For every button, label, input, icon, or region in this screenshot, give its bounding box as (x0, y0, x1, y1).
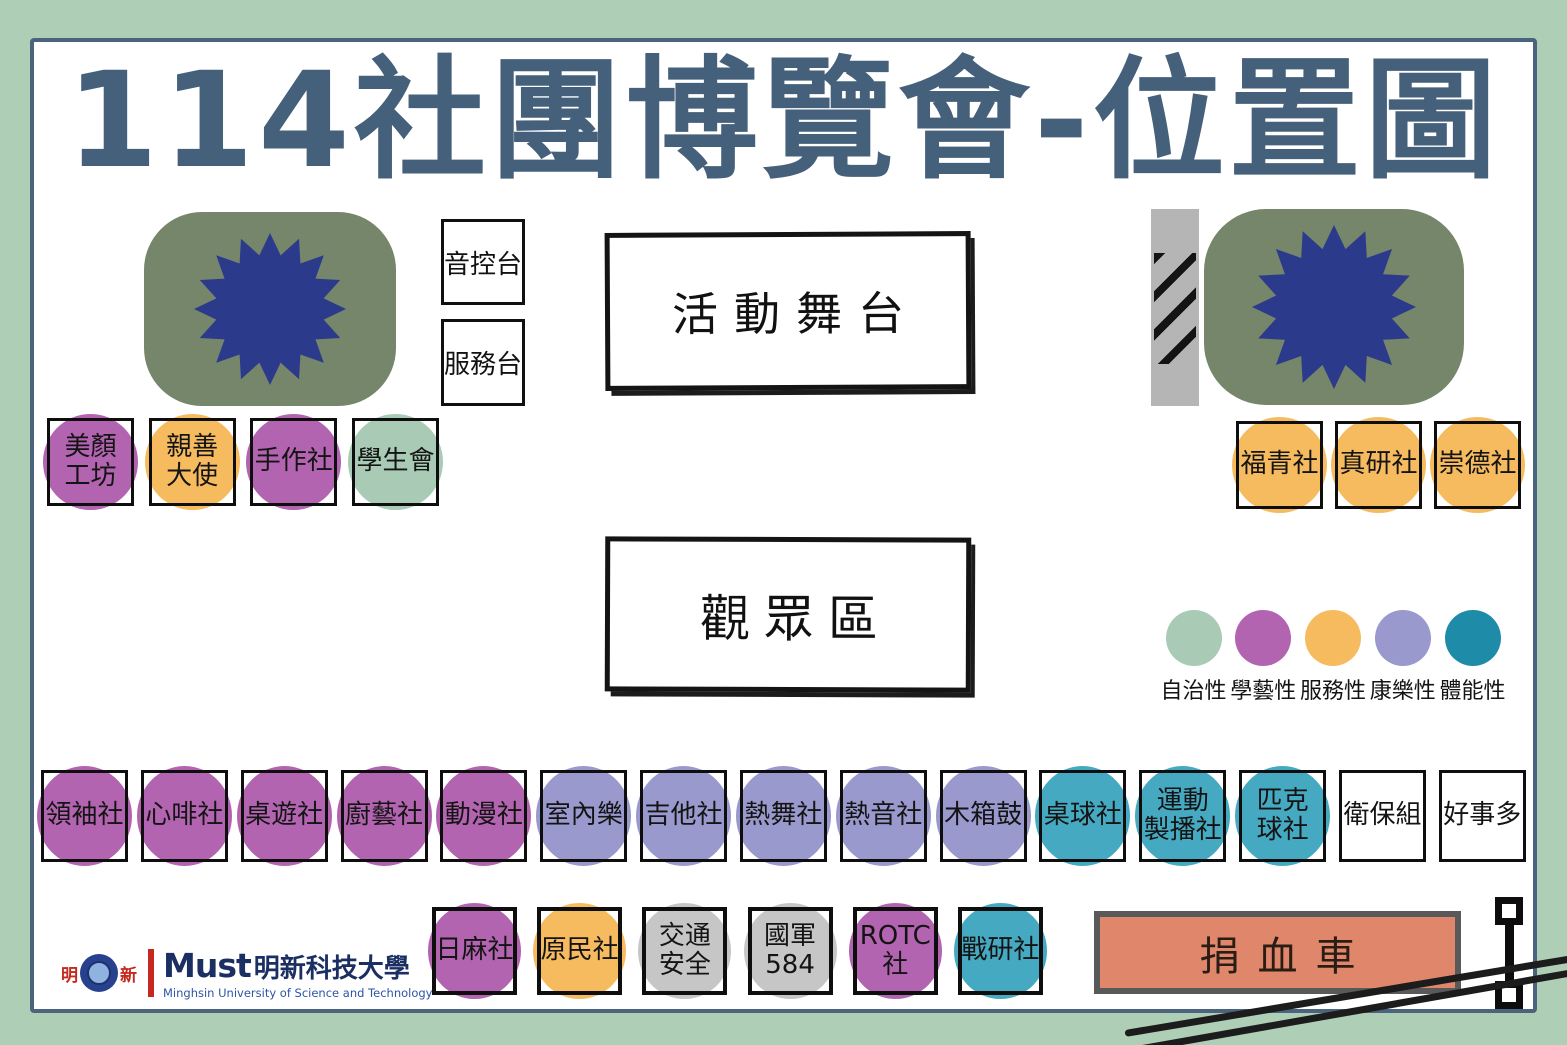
tree-right (1204, 209, 1464, 405)
university-emblem-icon: 明 新 (61, 954, 137, 992)
booth: 領袖社 (37, 766, 132, 866)
legend-color-dot (1374, 610, 1431, 666)
blood-truck-label: 捐血車 (1199, 933, 1374, 980)
booth: 戰研社 (953, 903, 1047, 999)
activity-stage: 活動舞台 (604, 231, 972, 391)
booth: 動漫社 (436, 766, 532, 866)
booth-row-left: 美顏工坊 親善大使 手作社 學生會 (43, 414, 443, 510)
booth-row-main: 領袖社 心啡社 桌遊社 廚藝社 動漫社 室內樂 (37, 766, 1526, 866)
logo-name-zh: 明新科技大學 (253, 954, 410, 984)
booth: 好事多 (1438, 770, 1526, 862)
stage-label: 活動舞台 (671, 286, 921, 342)
legend-item: 體能性 (1439, 610, 1506, 705)
sound-control-booth: 音控台 (441, 219, 525, 305)
logo-divider (148, 949, 154, 997)
booth: 桌遊社 (236, 766, 332, 866)
booth: 日麻社 (428, 903, 521, 999)
legend-item: 服務性 (1300, 610, 1367, 705)
booth-row-right: 福青社 真研社 崇德社 (1232, 417, 1525, 513)
legend-item: 自治性 (1160, 610, 1227, 705)
sound-control-label: 音控台 (444, 249, 523, 280)
booth: 手作社 (246, 414, 342, 510)
booth: 運動製播社 (1135, 766, 1231, 866)
booth: 親善大使 (144, 414, 240, 510)
booth: 衛保組 (1338, 770, 1426, 862)
audience-area: 觀眾區 (604, 536, 972, 693)
booth: 吉他社 (636, 766, 732, 866)
legend-item: 康樂性 (1369, 610, 1436, 705)
logo-subtitle: Minghsin University of Science and Techn… (163, 986, 433, 1000)
tree-canopy-star-icon (1252, 225, 1416, 389)
booth: 崇德社 (1430, 417, 1525, 513)
legend-item: 學藝性 (1230, 610, 1297, 705)
booth: 匹克球社 (1235, 766, 1331, 866)
blood-donation-truck: 捐血車 (1094, 911, 1461, 994)
booth: 熱舞社 (735, 766, 831, 866)
logo-name-en: Must (163, 946, 252, 985)
audience-label: 觀眾區 (699, 589, 893, 648)
booth: 真研社 (1331, 417, 1426, 513)
university-logo: 明 新 Must 明新科技大學 Minghsin University of S… (61, 946, 432, 1000)
service-desk-label: 服務台 (444, 350, 523, 380)
legend-color-dot (1235, 610, 1292, 666)
booth: 原民社 (533, 903, 627, 999)
stairs-stripes-icon (1154, 253, 1196, 364)
booth: 桌球社 (1035, 766, 1131, 866)
booth: 福青社 (1232, 417, 1327, 513)
booth: 木箱鼓 (935, 766, 1031, 866)
legend-color-dot (1305, 610, 1361, 666)
category-legend: 自治性 學藝性 服務性 康樂性 體能性 (1160, 610, 1506, 705)
globe-icon (87, 961, 111, 985)
legend-color-dot (1165, 610, 1222, 666)
page-title: 114社團博覽會-位置圖 (66, 44, 1501, 198)
service-desk: 服務台 (441, 319, 525, 406)
booth: 學生會 (347, 414, 443, 510)
booth: 廚藝社 (336, 766, 432, 866)
legend-color-dot (1444, 610, 1501, 666)
tree-left (144, 212, 396, 406)
booth: 熱音社 (835, 766, 931, 866)
gear-icon (80, 954, 118, 992)
booth: 美顏工坊 (43, 414, 138, 510)
map-page: 114社團博覽會-位置圖 音控台 服務台 活動舞台 美顏工 (30, 38, 1537, 1013)
booth: 交通安全 (638, 903, 732, 999)
stairs-marker (1151, 209, 1199, 406)
gate-icon (1494, 897, 1524, 1009)
tree-canopy-star-icon (194, 233, 346, 385)
booth: 心啡社 (136, 766, 232, 866)
booth: 室內樂 (536, 766, 632, 866)
